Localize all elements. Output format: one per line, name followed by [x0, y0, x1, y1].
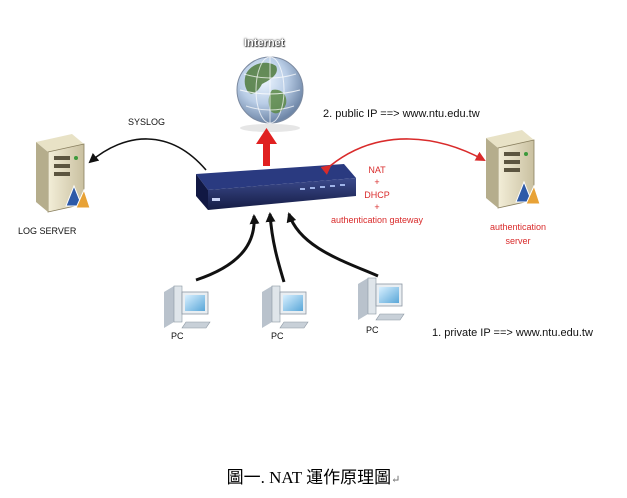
- uplink-arrow: [256, 128, 277, 166]
- auth-server-label: authentication server: [478, 220, 558, 248]
- internet-label: Internet: [244, 37, 285, 49]
- function-plus: +: [374, 177, 380, 187]
- network-device-icon: [196, 164, 356, 210]
- figure-caption: 圖一. NAT 運作原理圖↵: [0, 463, 627, 488]
- paragraph-mark: ↵: [391, 474, 401, 486]
- function-plus: +: [374, 202, 380, 212]
- auth-link-arrow: [320, 138, 486, 175]
- auth-server-icon: [486, 130, 541, 209]
- syslog-label: SYSLOG: [128, 117, 166, 127]
- private-ip-label: 1. private IP ==> www.ntu.edu.tw: [432, 327, 593, 339]
- globe-icon: [236, 56, 304, 132]
- function-nat: NAT: [368, 165, 386, 175]
- log-server-icon: [36, 134, 91, 213]
- public-ip-label: 2. public IP ==> www.ntu.edu.tw: [323, 108, 480, 120]
- pc-label: PC: [366, 325, 379, 335]
- function-auth-gateway: authentication gateway: [330, 215, 424, 225]
- syslog-arrow: [88, 138, 207, 171]
- auth-server-label-line2: server: [505, 236, 531, 246]
- function-dhcp: DHCP: [364, 190, 390, 200]
- log-server-label: LOG SERVER: [18, 226, 77, 236]
- caption-text: 圖一. NAT 運作原理圖: [226, 468, 392, 487]
- auth-server-label-line1: authentication: [489, 222, 547, 232]
- pc-uplink-arrows: [195, 212, 379, 283]
- pc-label: PC: [271, 331, 284, 341]
- pc-label: PC: [171, 331, 184, 341]
- pc-icon: [358, 277, 405, 321]
- pc-icon: [262, 285, 309, 329]
- gateway-functions: NAT + DHCP + authentication gateway: [322, 163, 432, 227]
- pc-icon: [164, 285, 211, 329]
